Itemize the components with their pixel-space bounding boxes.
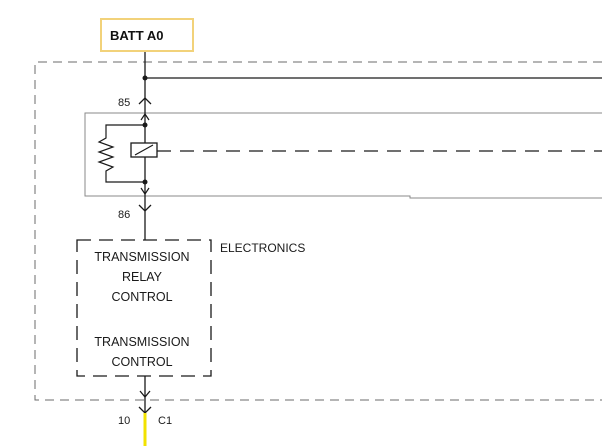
transmission-relay-control-block: TRANSMISSION RELAY CONTROL <box>79 247 205 307</box>
relay-body <box>84 112 602 199</box>
module-output-arrow <box>139 390 151 399</box>
pin-86-label: 86 <box>118 209 130 221</box>
electronics-module-box <box>76 239 212 377</box>
relay-coil-slash <box>134 144 154 156</box>
relay-arrow-bottom <box>140 187 150 196</box>
module-boundary <box>34 61 602 401</box>
transmission-control-block: TRANSMISSION CONTROL <box>79 332 205 372</box>
relay-arrow-top <box>140 112 150 121</box>
block1-line3: CONTROL <box>111 290 173 304</box>
electronics-label: ELECTRONICS <box>220 241 305 255</box>
pin-85-label: 85 <box>118 97 130 109</box>
batt-label: BATT A0 <box>110 28 164 43</box>
block1-line2: RELAY <box>121 270 163 284</box>
block2-line1: TRANSMISSION <box>94 335 190 349</box>
resistor-branch <box>97 124 145 183</box>
block1-line1: TRANSMISSION <box>94 250 190 264</box>
block2-line2: CONTROL <box>111 355 173 369</box>
connector-name-label: C1 <box>158 415 172 427</box>
batt-highlight-box: BATT A0 <box>100 18 194 52</box>
connector-pin-label: 10 <box>118 415 130 427</box>
